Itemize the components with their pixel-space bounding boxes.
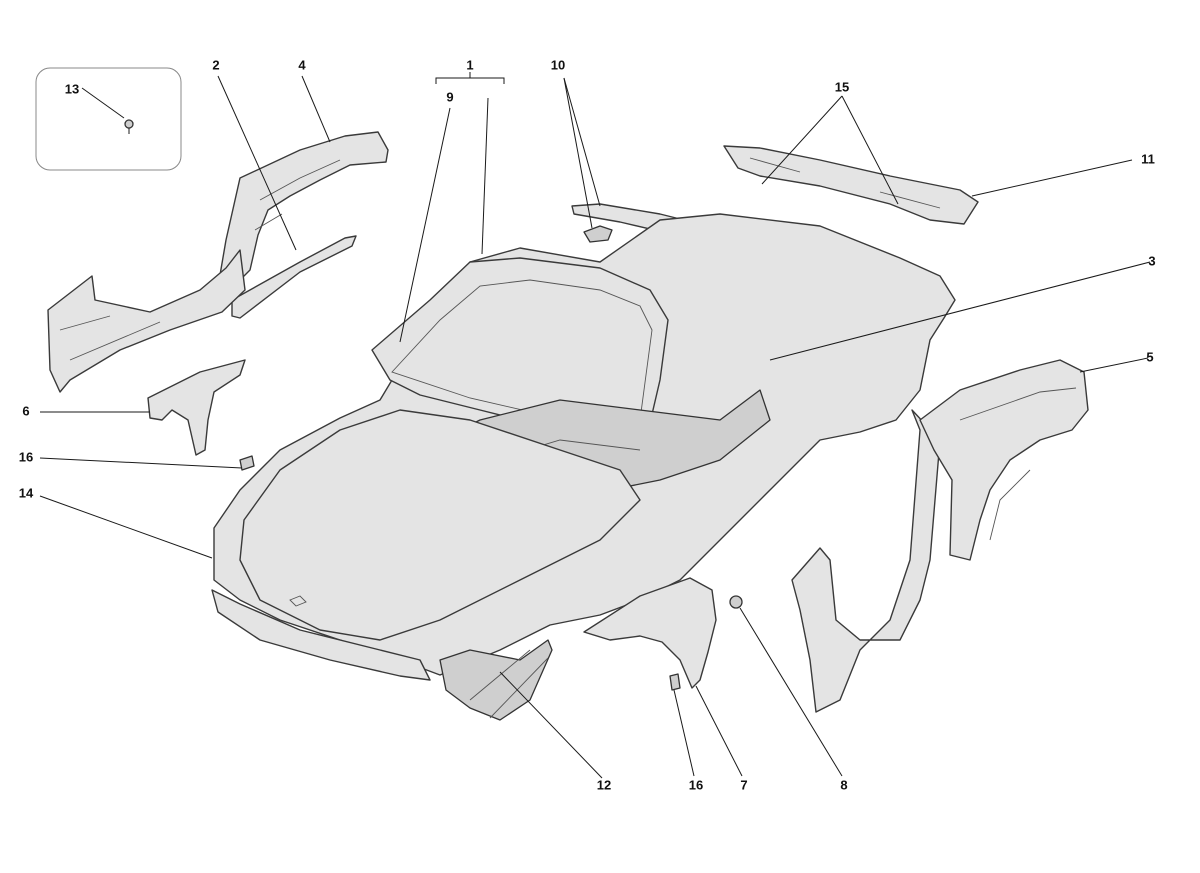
callout-3: 3 (1148, 253, 1155, 268)
part-12-front-subframe (439, 639, 553, 721)
callout-2: 2 (212, 57, 219, 72)
callout-6: 6 (22, 403, 29, 418)
left-side-body-panel (47, 249, 246, 393)
callout-15: 15 (835, 79, 849, 94)
callout-8: 8 (840, 777, 847, 792)
callout-16-left: 16 (19, 449, 33, 464)
part-10-bracket-a (583, 225, 613, 243)
part-9-windscreen-frame (371, 257, 669, 451)
callout-9: 9 (446, 89, 453, 104)
front-bumper-beam (211, 589, 431, 681)
callout-4: 4 (298, 57, 306, 72)
part-8-plug (729, 595, 743, 609)
callout-10: 10 (551, 57, 565, 72)
part-7-right-front-fender (583, 577, 717, 689)
callout-13: 13 (65, 81, 79, 96)
leader-lines (39, 72, 1151, 779)
right-side-body-panel (791, 409, 941, 713)
part-16-clip-right (669, 673, 681, 691)
front-hood (239, 409, 641, 641)
inset-box (35, 67, 182, 171)
callout-7: 7 (740, 777, 747, 792)
callout-12: 12 (597, 777, 611, 792)
callout-1: 1 (466, 57, 473, 72)
part-5-rear-quarter-panel (919, 359, 1089, 561)
callout-14: 14 (19, 485, 34, 500)
part-16-clip-left (239, 455, 255, 471)
part-6-left-front-fender (147, 359, 246, 456)
callout-16-bottom: 16 (689, 777, 703, 792)
callout-11: 11 (1141, 151, 1155, 166)
callout-5: 5 (1146, 349, 1153, 364)
part-11-rear-cross-member (723, 145, 979, 225)
part-13-screw (124, 119, 134, 134)
part-2-sill-beam (231, 235, 357, 319)
